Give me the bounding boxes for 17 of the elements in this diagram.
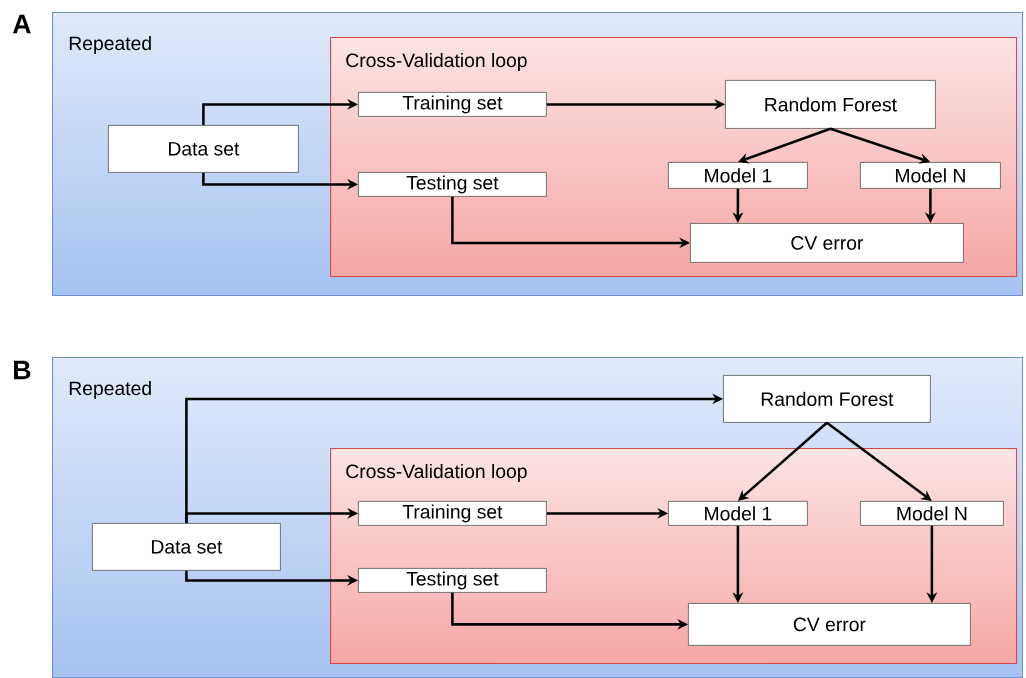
process-box: Training set: [358, 501, 547, 526]
process-box: Data set: [92, 523, 281, 571]
panel-letter: A: [12, 14, 31, 34]
process-box: CV error: [688, 603, 971, 646]
process-box: Model 1: [668, 501, 808, 526]
process-box: Random Forest: [725, 80, 936, 129]
process-box: Random Forest: [723, 375, 931, 423]
process-box: Testing set: [358, 172, 547, 197]
arrow: [826, 421, 932, 501]
process-box: Training set: [358, 92, 547, 117]
process-box: CV error: [690, 223, 964, 263]
panel-letter: B: [14, 360, 31, 380]
process-box: Model 1: [668, 162, 808, 189]
process-box: Data set: [108, 125, 299, 173]
process-box: Model N: [860, 501, 1004, 526]
process-box: Model N: [860, 162, 1001, 189]
process-box: Testing set: [358, 568, 547, 593]
